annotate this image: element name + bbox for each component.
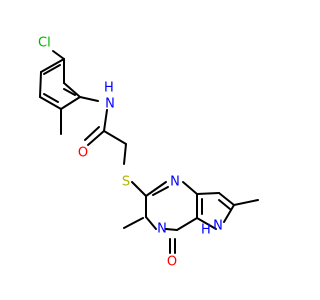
- bond: [84, 126, 100, 141]
- bond: [52, 50, 65, 60]
- bonds: [39, 50, 259, 254]
- carbonyl-oxygen-label: O: [78, 146, 88, 161]
- bond: [165, 228, 178, 231]
- bond: [40, 58, 65, 73]
- bond: [233, 199, 259, 206]
- bond: [123, 217, 144, 229]
- bond: [103, 130, 127, 145]
- oxo-oxygen-label: O: [167, 255, 177, 270]
- sulfur-label: S: [122, 175, 130, 190]
- bond: [182, 181, 198, 195]
- bond: [131, 181, 147, 197]
- bond: [39, 96, 62, 110]
- bond: [60, 96, 81, 110]
- amide-nitrogen-label: N: [105, 97, 115, 112]
- bond: [43, 64, 61, 75]
- bond: [218, 199, 231, 210]
- bond: [152, 186, 169, 196]
- amide-hydrogen-label: H: [104, 81, 114, 96]
- bond: [145, 216, 157, 230]
- pyrrole-hydrogen-label: H: [201, 223, 211, 238]
- ring-nitrogen-label: N: [170, 175, 180, 190]
- bond: [145, 181, 167, 197]
- ring-nitrogen-methyl-label: N: [157, 222, 167, 237]
- bond: [223, 204, 235, 223]
- bond: [103, 109, 108, 132]
- bond: [63, 82, 81, 98]
- bond: [196, 192, 220, 195]
- bond: [123, 143, 127, 165]
- bond: [39, 71, 42, 98]
- bond: [63, 88, 76, 96]
- bond: [176, 217, 198, 231]
- chlorine-label: Cl: [38, 36, 51, 51]
- bond: [79, 96, 99, 102]
- atom-labels: Cl H N O S N N O H N: [38, 36, 223, 270]
- pyrrole-nitrogen-label: N: [213, 219, 223, 234]
- bond: [218, 192, 235, 206]
- bond: [43, 93, 59, 103]
- chemical-structure: Cl H N O S N N O H N: [38, 36, 259, 270]
- bond: [196, 217, 217, 230]
- bond: [87, 130, 105, 146]
